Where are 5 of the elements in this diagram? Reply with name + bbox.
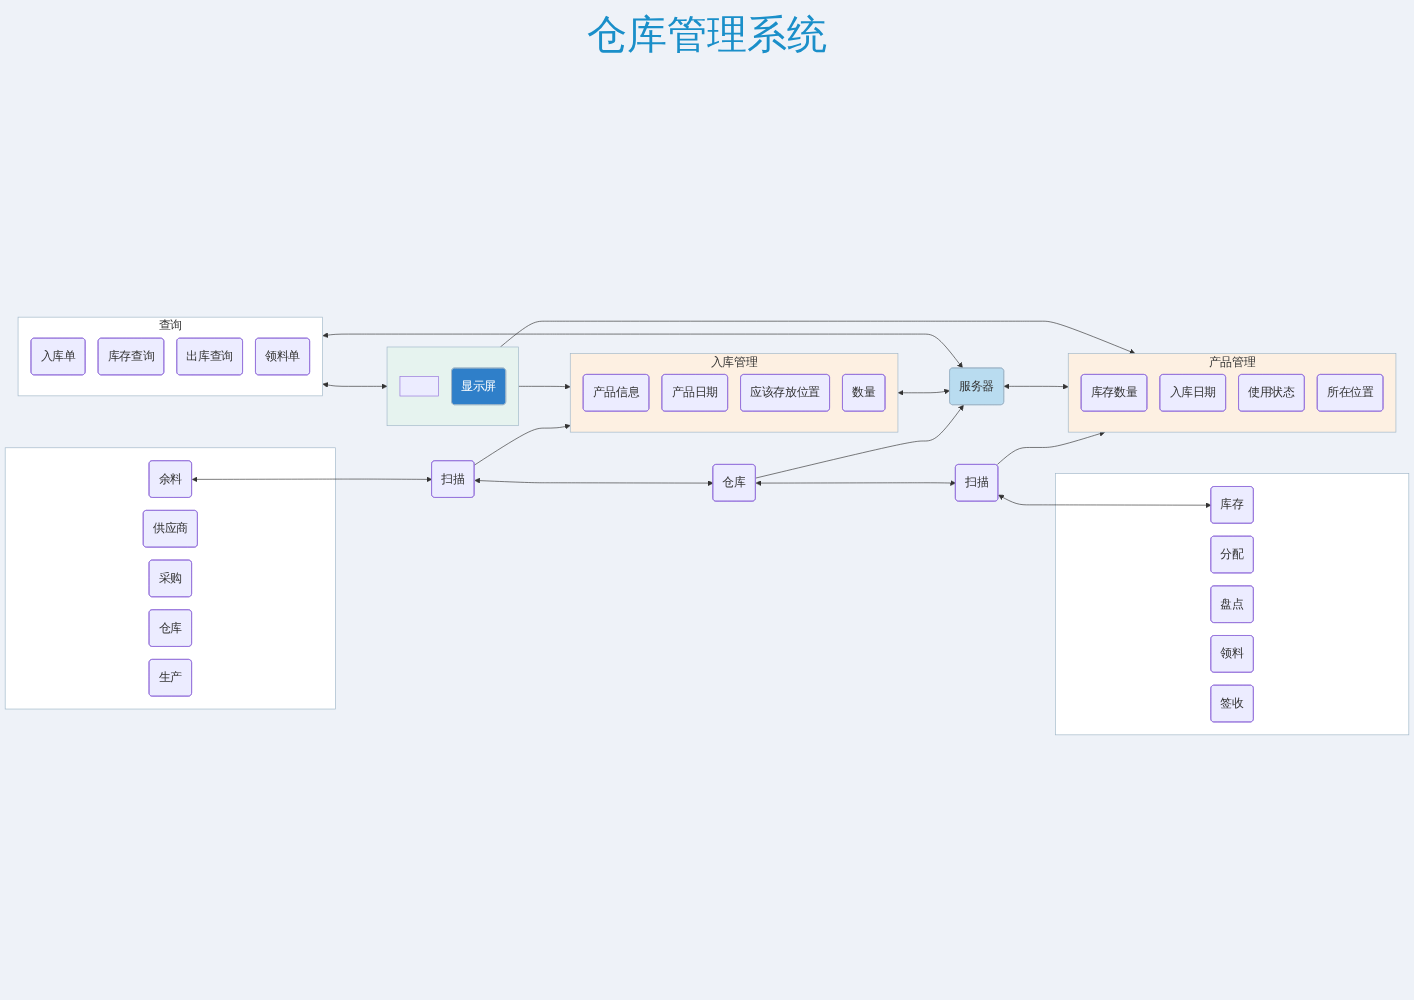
diagram-title: 仓库管理系统 <box>585 8 829 62</box>
cluster <box>4 447 336 710</box>
node-box <box>399 376 439 397</box>
cluster <box>386 346 519 426</box>
cluster <box>1055 473 1410 736</box>
